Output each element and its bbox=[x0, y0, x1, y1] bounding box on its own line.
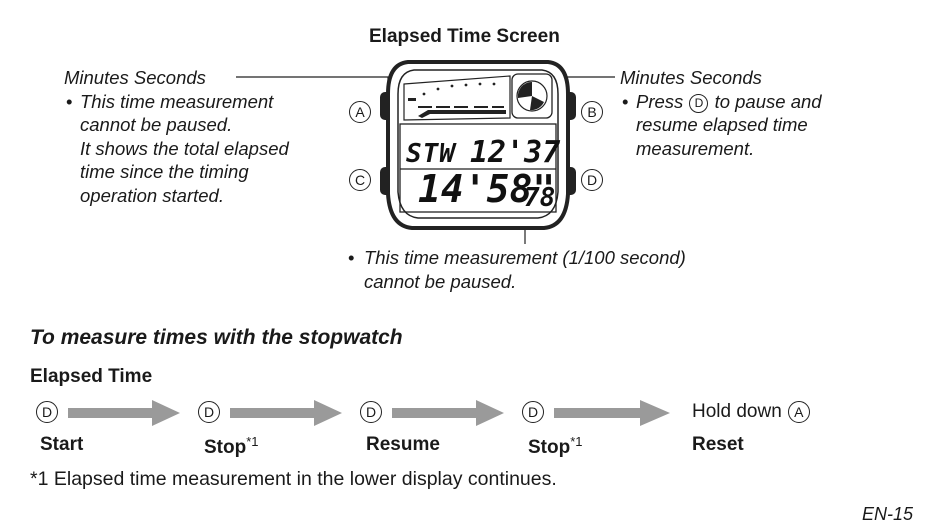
lcd-bottom-time: 14'58" bbox=[418, 167, 555, 211]
right-note-press: Press bbox=[636, 90, 684, 112]
c-button-icon: C bbox=[349, 169, 371, 191]
lcd-top-label: STW bbox=[406, 139, 457, 169]
step-4-d-icon: D bbox=[522, 401, 544, 423]
hold-down-text: Hold down bbox=[692, 401, 782, 422]
section-heading: To measure times with the stopwatch bbox=[30, 326, 403, 349]
step-label-resume: Resume bbox=[366, 434, 440, 456]
footnote-marker: *1 bbox=[246, 434, 259, 449]
step-label-start: Start bbox=[40, 434, 83, 456]
step-label-text: Stop bbox=[528, 437, 571, 458]
d-button-inline-icon: D bbox=[689, 93, 709, 113]
watch-illustration: STW 12'37 14'58" 78 bbox=[380, 60, 576, 230]
step-label-text: Resume bbox=[366, 434, 440, 455]
page-number: EN-15 bbox=[862, 504, 914, 524]
footnote-marker: *1 bbox=[570, 434, 583, 449]
left-note-line-2: cannot be paused. bbox=[80, 114, 233, 135]
left-leader-line bbox=[236, 76, 398, 188]
arrow-3 bbox=[392, 400, 504, 426]
right-note-tail: to pause and bbox=[714, 90, 822, 112]
right-note: Minutes Seconds • Press D to pause and r… bbox=[620, 66, 822, 160]
final-step: Hold down A bbox=[692, 401, 810, 423]
step-label-stop-2: Stop*1 bbox=[528, 434, 583, 459]
step-label-text: Start bbox=[40, 434, 84, 455]
step-label-stop-1: Stop*1 bbox=[204, 434, 259, 459]
bottom-note: • This time measurement (1/100 second) c… bbox=[348, 246, 686, 293]
arrow-1 bbox=[68, 400, 180, 426]
a-button-icon: A bbox=[349, 101, 371, 123]
left-note-bullet: • bbox=[66, 90, 73, 112]
left-note-body: This time measurement cannot be paused. … bbox=[64, 90, 289, 208]
step-label-text: Stop bbox=[204, 437, 247, 458]
left-note-line-3: It shows the total elapsed bbox=[80, 137, 289, 159]
right-note-line-1: Press D to pause and bbox=[636, 90, 822, 114]
section-subheading: Elapsed Time bbox=[30, 366, 153, 387]
right-note-body: Press D to pause and resume elapsed time… bbox=[620, 90, 822, 161]
right-note-bullet: • bbox=[622, 90, 629, 112]
arrow-4 bbox=[554, 400, 670, 426]
left-note-header: Minutes Seconds bbox=[64, 67, 206, 88]
step-2-d-icon: D bbox=[198, 401, 220, 423]
b-button-icon: B bbox=[581, 101, 603, 123]
right-note-line-2: resume elapsed time bbox=[636, 114, 808, 135]
lcd-top-time: 12'37 bbox=[470, 135, 560, 170]
right-note-line-3: measurement. bbox=[636, 137, 755, 159]
d-button-icon: D bbox=[581, 169, 603, 191]
left-note: Minutes Seconds • This time measurement … bbox=[64, 66, 289, 207]
final-a-button-icon: A bbox=[787, 401, 810, 423]
left-note-line-1: This time measurement bbox=[80, 90, 274, 112]
bottom-note-line-2: cannot be paused. bbox=[364, 270, 517, 292]
step-3-d-icon: D bbox=[360, 401, 382, 423]
figure-title: Elapsed Time Screen bbox=[369, 26, 560, 47]
step-label-reset: Reset bbox=[692, 434, 744, 455]
lcd-hundredths: 78 bbox=[524, 183, 555, 213]
left-note-line-4: time since the timing bbox=[80, 161, 249, 182]
step-arrows bbox=[68, 400, 670, 426]
bottom-note-line-1: This time measurement (1/100 second) bbox=[364, 247, 686, 268]
footnote: *1 Elapsed time measurement in the lower… bbox=[30, 468, 557, 490]
bottom-note-bullet: • bbox=[348, 247, 355, 268]
arrow-2 bbox=[230, 400, 342, 426]
right-note-header: Minutes Seconds bbox=[620, 67, 762, 88]
step-1-d-icon: D bbox=[36, 401, 58, 423]
left-note-line-5: operation started. bbox=[80, 184, 224, 206]
